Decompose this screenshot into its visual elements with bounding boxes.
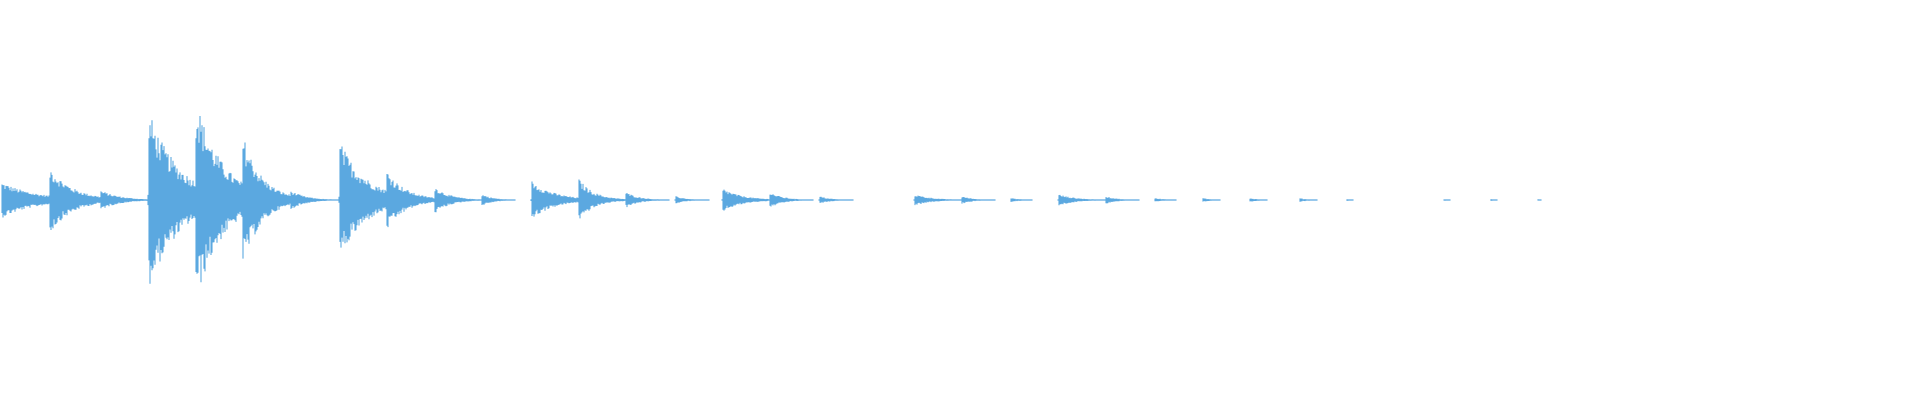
waveform-signal	[1, 116, 1542, 284]
